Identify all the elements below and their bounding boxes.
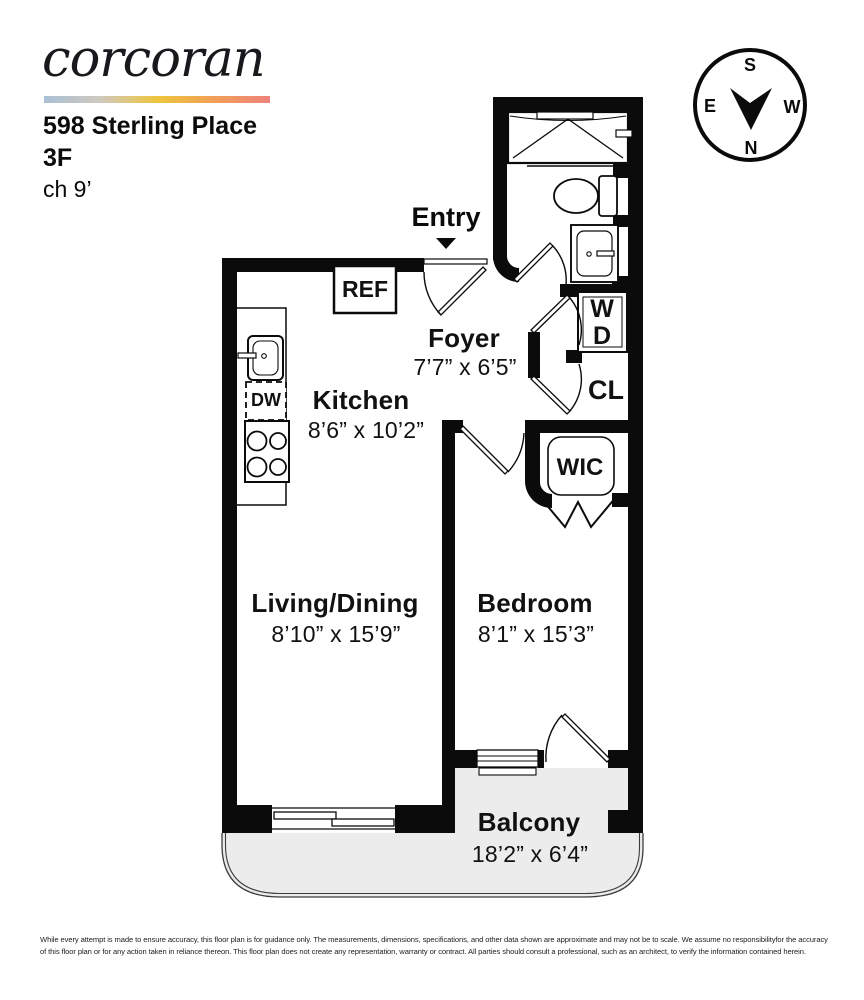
toilet-bowl	[553, 178, 599, 214]
balcony-floor	[222, 768, 643, 897]
balcony-area	[221, 768, 644, 898]
compass-west-label: W	[783, 97, 801, 117]
living-dining-dims: 8’10” x 15’9”	[271, 621, 401, 647]
wall-wic-left	[525, 420, 540, 475]
address-title: 598 Sterling Place	[43, 112, 258, 140]
wall-west	[222, 258, 237, 833]
dishwasher-label: DW	[251, 390, 281, 410]
kitchen-dims: 8’6” x 10’2”	[307, 417, 425, 443]
closet-label: CL	[588, 375, 624, 405]
corcoran-logo: corcoran	[42, 30, 266, 89]
wall-bedroom-bottom-left	[455, 750, 475, 768]
cl-door-leaf	[530, 375, 571, 415]
balcony-door-arc	[545, 714, 563, 763]
bedroom-window-stub	[471, 750, 477, 768]
living-window-pane	[273, 811, 337, 820]
living-window-pane	[331, 818, 395, 827]
walk-in-closet-label: WIC	[556, 454, 604, 481]
wall-wd-cl-divider	[566, 350, 582, 363]
balcony-door-leaf	[561, 713, 611, 763]
washer-dryer-inner	[582, 296, 623, 348]
ceiling-height: ch 9’	[43, 176, 92, 202]
entry-arrow-icon	[436, 238, 456, 249]
foyer-label: Foyer	[428, 323, 500, 353]
kitchen-fixtures	[237, 264, 398, 506]
compass-needle-icon	[730, 88, 772, 130]
entry-door-arc	[423, 271, 442, 316]
wall-wic-right-stub	[612, 493, 628, 507]
compass-east-label: E	[703, 96, 717, 116]
dryer-label: D	[592, 322, 612, 350]
compass-south-label: S	[743, 55, 757, 75]
entry-label: Entry	[411, 202, 481, 232]
wall-bathroom-left-elbow	[493, 245, 519, 282]
wic-hanging-area	[547, 436, 615, 496]
bedroom-window-sill	[478, 767, 537, 776]
unit-number: 3F	[43, 144, 73, 172]
stove-burner	[246, 456, 268, 478]
living-dining-label: Living/Dining	[251, 588, 419, 618]
living-window	[272, 807, 395, 830]
wall-bath-niche-1	[613, 160, 628, 178]
wall-living-bottom-right	[395, 805, 445, 833]
bedroom-door-arc	[507, 432, 525, 473]
bathtub-shelf	[536, 111, 594, 120]
wall-bedroom-bottom-right	[608, 750, 628, 768]
bedroom-window	[471, 749, 544, 776]
bathtub-handle	[615, 129, 633, 138]
bedroom-door-leaf	[459, 425, 509, 475]
kitchen-label: Kitchen	[312, 385, 410, 415]
bedroom-window-stub	[538, 750, 544, 768]
bathtub-rim	[509, 115, 627, 122]
stove-burner	[246, 430, 268, 452]
closet-fixtures	[547, 291, 628, 496]
entry-door-leaf	[437, 266, 487, 316]
wd-door-leaf	[530, 294, 571, 334]
balcony-label: Balcony	[477, 807, 581, 837]
balcony-outline-outer	[221, 833, 644, 898]
brand-gradient-bar	[44, 96, 270, 103]
bathroom-door-leaf	[513, 242, 554, 283]
cl-door-arc	[569, 363, 583, 412]
refrigerator	[332, 264, 398, 315]
kitchen-faucet	[237, 352, 257, 359]
toilet-tank	[598, 175, 618, 217]
disclaimer-line-1: While every attempt is made to ensure ac…	[40, 935, 828, 944]
wall-wic-left-elbow	[525, 470, 552, 508]
wall-living-bedroom	[442, 420, 455, 833]
wall-closet-hinge-stub	[528, 332, 540, 378]
wall-bathroom-top	[493, 97, 643, 112]
bathroom-faucet-knob	[586, 251, 592, 257]
bathroom-fixtures	[506, 110, 633, 283]
compass	[693, 48, 807, 162]
wall-living-bottom-left	[222, 805, 272, 833]
wd-door-arc	[569, 297, 583, 346]
walls	[222, 97, 643, 833]
wall-bath-niche-2	[613, 215, 628, 227]
bedroom-label: Bedroom	[477, 588, 593, 618]
wall-bathroom-left	[493, 97, 507, 260]
foyer-dims: 7’7” x 6’5”	[413, 354, 517, 380]
kitchen-faucet-knob	[261, 353, 267, 359]
washer-label: W	[590, 295, 614, 323]
balcony-outline-inner	[224, 833, 641, 895]
stove-burner	[269, 432, 287, 450]
wall-cl-wic-divider	[525, 420, 643, 433]
compass-north-label: N	[744, 138, 758, 158]
stove-burner	[269, 458, 287, 476]
bathroom-faucet	[596, 250, 615, 257]
refrigerator-label: REF	[342, 276, 388, 302]
wall-east	[628, 97, 643, 810]
wall-east-foot	[608, 810, 643, 833]
disclaimer-line-2: of this floor plan or for any action tak…	[40, 947, 806, 956]
dishwasher	[245, 381, 287, 421]
bathroom-door-arc	[552, 245, 567, 286]
bedroom-dims: 8’1” x 15’3”	[477, 621, 595, 647]
doors-windows	[272, 242, 617, 830]
balcony-dims: 18’2” x 6’4”	[471, 841, 589, 867]
wic-bifold-doors	[539, 496, 617, 529]
entry-sill	[423, 258, 488, 265]
